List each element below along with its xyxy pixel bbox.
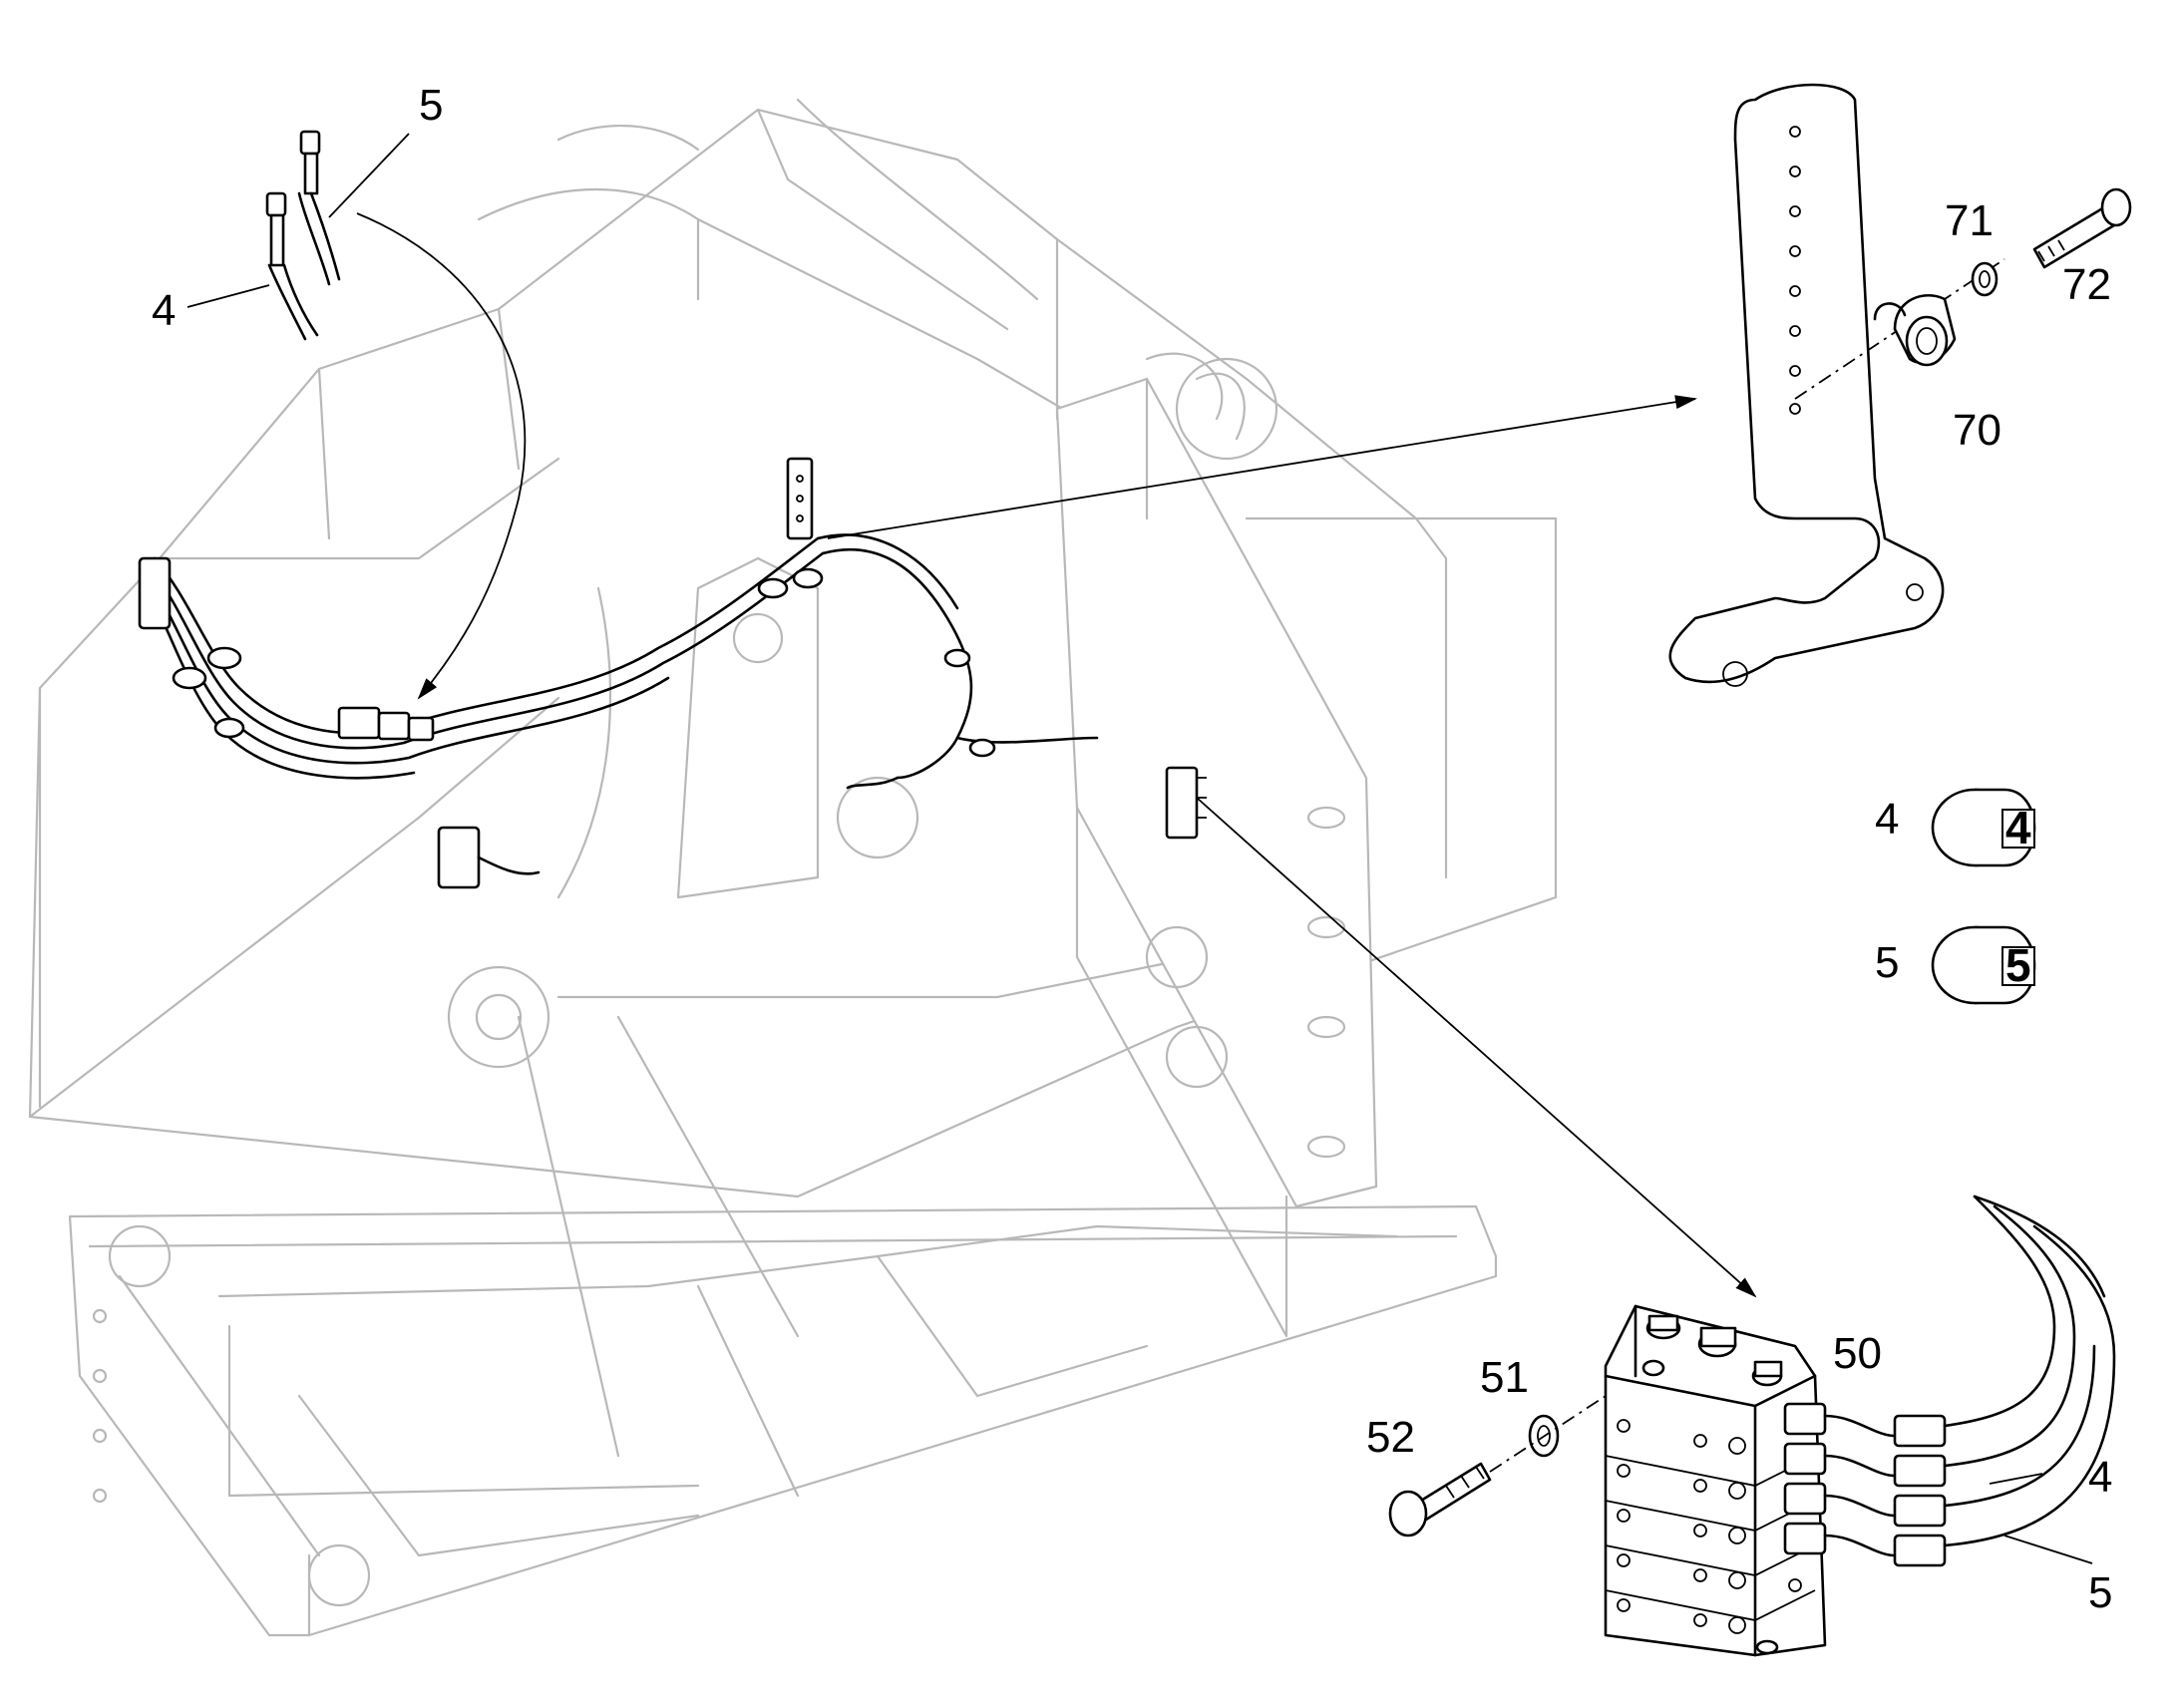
hose-tag-4-icon: 4 [1931, 788, 2036, 867]
bracket-detail [827, 83, 2132, 687]
leader-lines [186, 133, 2093, 1564]
callout-72: 72 [2062, 260, 2111, 309]
hose-tag-5-icon: 5 [1931, 925, 2036, 1005]
machine-frame [28, 98, 1558, 1637]
callout-4-top: 4 [152, 286, 176, 335]
hose-tag-4-text: 4 [2005, 802, 2031, 854]
callout-5-block: 5 [2088, 1568, 2112, 1617]
distributor-block [1196, 797, 2116, 1657]
callout-51: 51 [1480, 1353, 1529, 1402]
hose-harness [138, 457, 1207, 889]
hose-tags: 4 5 [1931, 788, 2036, 1005]
callout-52: 52 [1366, 1413, 1415, 1462]
callout-5-tag: 5 [1875, 938, 1899, 987]
callout-71: 71 [1945, 196, 1994, 245]
callout-70: 70 [1953, 406, 2001, 455]
callout-labels: 4 5 71 72 70 4 5 50 51 52 4 5 [152, 81, 2112, 1617]
callout-5-top: 5 [419, 81, 443, 130]
callout-4-tag: 4 [1875, 795, 1899, 844]
hose-fitting-detail [265, 130, 527, 700]
callout-4-block: 4 [2088, 1453, 2112, 1502]
hose-tag-5-text: 5 [2005, 939, 2031, 991]
callout-50: 50 [1833, 1329, 1882, 1378]
fitting-row [1783, 1402, 1947, 1567]
